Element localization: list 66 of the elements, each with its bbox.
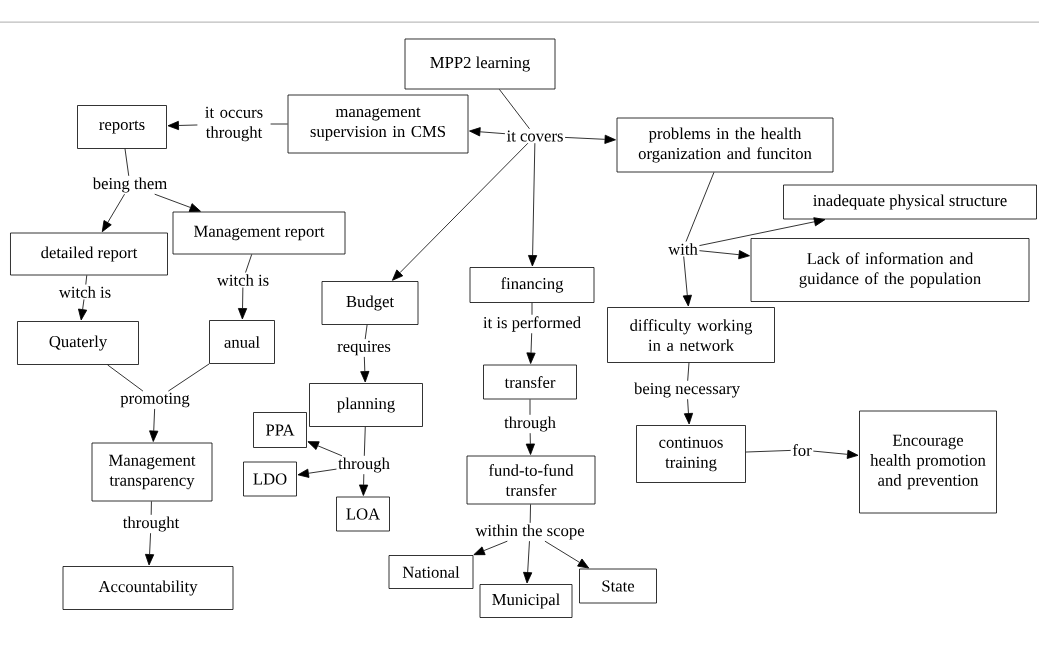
linking-phrase: it is performed — [483, 316, 581, 332]
linking-phrase: being necessary — [634, 382, 740, 398]
arrow — [154, 193, 201, 212]
linking-phrase: requires — [337, 340, 391, 356]
concept-box: difficulty working in a network — [607, 307, 775, 363]
linking-phrase: being them — [92, 177, 167, 193]
arrow — [544, 540, 590, 569]
arrow — [167, 120, 198, 131]
concept-box: Lack of information and guidance of the population — [750, 238, 1030, 302]
concept-box: anual — [209, 320, 275, 364]
arrow — [682, 256, 692, 307]
linking-phrase: witch is — [58, 286, 111, 298]
concept-box: reports — [77, 105, 167, 149]
arrow — [149, 408, 159, 442]
concept-box: MPP2 learning — [404, 38, 556, 90]
linking-phrase: through — [338, 457, 390, 473]
concept-box: inadequate physical structure — [783, 184, 1037, 220]
linking-phrase: it occurs throught — [205, 106, 263, 142]
linking-phrase: within the scope — [475, 524, 585, 540]
arrow — [473, 540, 508, 556]
concept-box: PPA — [253, 412, 307, 448]
concept-box: planning — [309, 383, 423, 427]
concept-box: detailed report — [10, 232, 168, 276]
concept-box: transfer — [483, 364, 577, 400]
arrow — [683, 398, 694, 425]
arrow — [297, 468, 337, 478]
concept-box: Management transparency — [91, 442, 213, 502]
concept-box: Quaterly — [17, 321, 139, 365]
linking-phrase: for — [792, 444, 812, 456]
arrow — [525, 432, 535, 455]
arrow — [699, 250, 750, 260]
linking-phrase: throught — [122, 516, 180, 532]
arrow — [101, 193, 125, 233]
linking-phrase: through — [504, 416, 556, 432]
concept-box: LDO — [243, 461, 297, 497]
linking-phrase: witch is — [216, 274, 269, 286]
concept-box: continuos training — [636, 425, 746, 483]
arrow — [145, 532, 155, 566]
concept-box: State — [579, 568, 657, 604]
arrow — [78, 299, 88, 321]
arrow — [237, 287, 248, 320]
arrow — [564, 134, 616, 144]
concept-box: LOA — [336, 496, 390, 532]
concept-box: Municipal — [479, 584, 573, 618]
concept-box: management supervision in CMS — [287, 94, 469, 154]
linking-phrase: it covers — [506, 130, 563, 142]
concept-box: Encourage health promotion and prevention — [859, 410, 997, 514]
arrow — [523, 540, 533, 584]
concept-box: National — [388, 555, 474, 589]
concept-box: financing — [469, 267, 595, 303]
arrow — [699, 217, 826, 246]
arrow — [360, 356, 370, 383]
arrow — [392, 142, 529, 281]
linking-phrase: promoting — [120, 392, 190, 408]
arrow — [812, 449, 859, 459]
concept-box: Management report — [172, 211, 346, 255]
arrow — [307, 441, 343, 457]
arrow — [469, 127, 506, 137]
concept-box: problems in the health organization and funciton — [616, 117, 834, 173]
concept-box: Budget — [321, 281, 419, 325]
linking-phrase: with — [668, 243, 698, 255]
arrow — [528, 142, 538, 267]
concept-box: fund-to-fund transfer — [466, 455, 596, 505]
arrow — [359, 473, 369, 496]
arrow — [526, 332, 536, 364]
concept-box: Accountability — [62, 566, 234, 610]
